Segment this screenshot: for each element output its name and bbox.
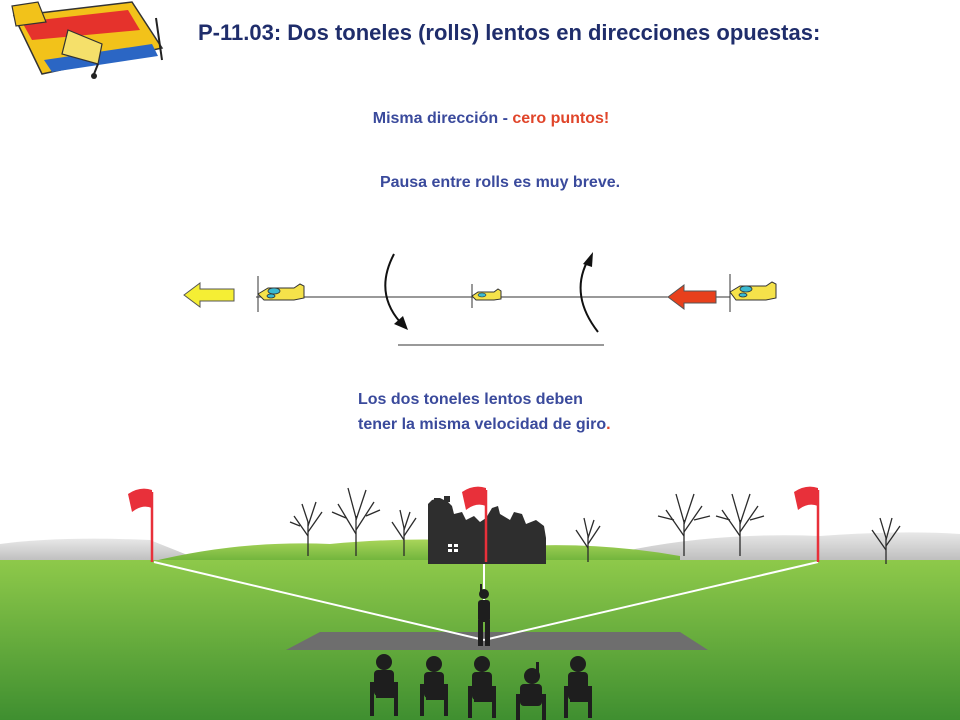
- plane-silhouette-icon: [257, 276, 305, 312]
- roll-arrow-icon: [384, 253, 408, 330]
- note-pause: Pausa entre rolls es muy breve.: [379, 174, 621, 191]
- judges-silhouettes: [370, 654, 592, 720]
- trees: [289, 487, 901, 564]
- aerobatic-plane-icon: [11, 1, 164, 79]
- note-speed-line1: Los dos toneles lentos deben: [358, 391, 583, 408]
- pilot-silhouette: [478, 584, 490, 646]
- flag-center: [462, 486, 488, 562]
- flag-right: [794, 486, 820, 562]
- note-speed: Los dos toneles lentos deben tener la mi…: [358, 387, 611, 437]
- zero-points-warning: cero puntos!: [512, 110, 610, 127]
- direction-arrow-icon: [667, 284, 717, 310]
- plane-silhouette-icon: [471, 284, 502, 308]
- note-same-direction: Misma dirección - cero puntos!: [0, 110, 960, 128]
- runway: [286, 632, 708, 650]
- page-title: P-11.03: Dos toneles (rolls) lentos en d…: [198, 20, 821, 45]
- roll-arrow-icon: [579, 252, 599, 333]
- note-same-direction-text: Misma dirección -: [372, 110, 513, 127]
- direction-arrow-icon: [183, 282, 235, 308]
- flag-left: [128, 488, 154, 562]
- note-speed-line2: tener la misma velocidad de giro.: [358, 416, 611, 433]
- plane-silhouette-icon: [729, 274, 777, 312]
